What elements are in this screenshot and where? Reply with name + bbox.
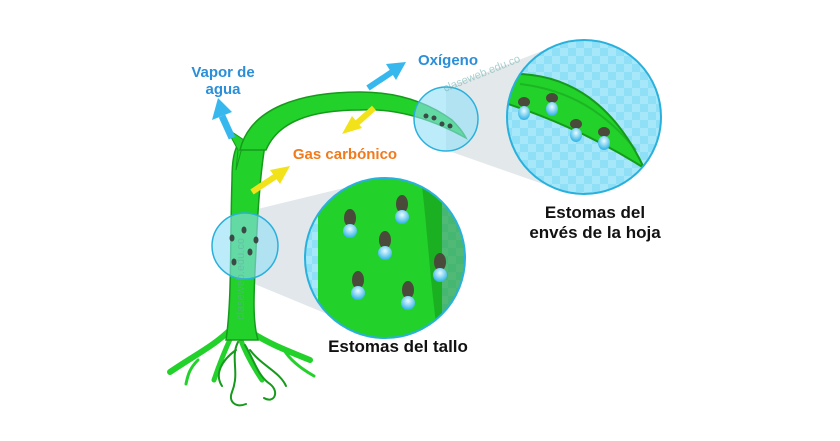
arrow-gas-in-leaf: [342, 105, 376, 134]
label-gas-carbonico: Gas carbónico: [292, 146, 398, 163]
fine-roots: [217, 341, 287, 407]
label-oxigeno: Oxígeno: [417, 52, 478, 69]
leaf-small-magnifier: [413, 86, 479, 152]
label-vapor-line1: Vapor de: [191, 64, 255, 81]
arrow-vapor-up: [212, 98, 236, 140]
label-vapor-line2: agua: [205, 81, 241, 99]
leaf-stoma-group: [518, 93, 610, 150]
stem-large-magnifier: [304, 177, 466, 339]
label-enves-line1: Estomas del: [544, 203, 646, 222]
label-estomas-tallo: Estomas del tallo: [328, 337, 468, 356]
arrow-gas-in-stem: [250, 166, 290, 195]
watermark-stem: claseweb.edu.co: [235, 238, 247, 320]
arrow-oxigeno: [366, 62, 406, 91]
label-estomas-enves: Estomas del envés de la hoja: [520, 203, 670, 242]
label-vapor-de-agua: Vapor de agua: [178, 64, 268, 99]
stem-small-magnifier: [211, 212, 279, 280]
leaf-large-magnifier: [506, 39, 662, 195]
label-enves-line2: envés de la hoja: [529, 222, 661, 242]
stem-stoma-group: [343, 195, 447, 310]
